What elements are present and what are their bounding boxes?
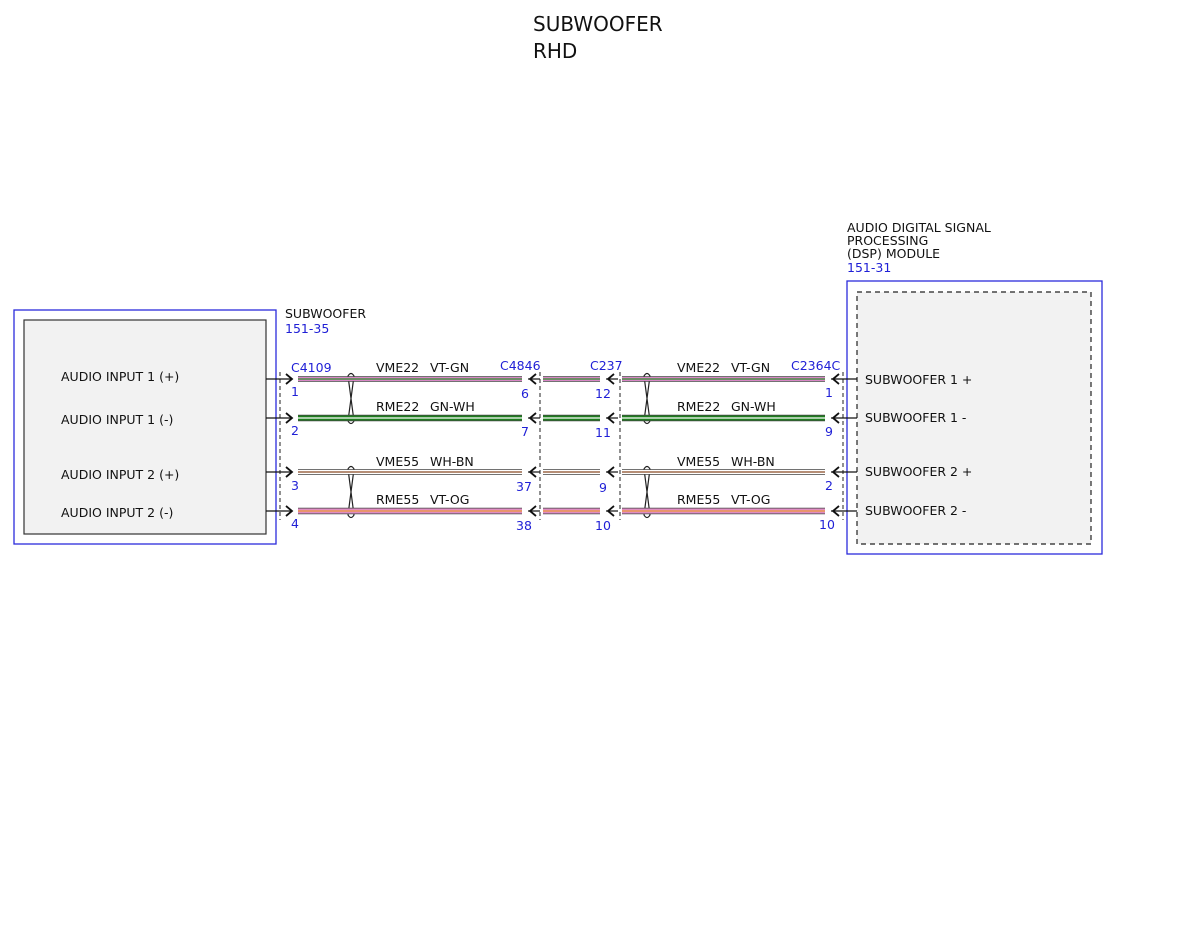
dsp-module-name-line3: (DSP) MODULE [847,246,940,261]
c237-pin-arrow [606,412,615,424]
wire-4-circuit-left: RME55 [376,492,419,507]
c2364c-pin-arrow [831,466,840,478]
wire-2-color-left: GN-WH [430,399,475,414]
c4109-pin-3: 3 [291,478,299,493]
dsp-module-name-line2: PROCESSING [847,233,928,248]
c4109-pin-arrow [285,373,294,385]
c2364c-pin-1: 1 [825,385,833,400]
c237-pin-arrow [606,373,615,385]
twisted-pair-2-left-marker [347,465,355,519]
twisted-pair-2-right-marker [643,465,651,519]
wire-4-color-left: VT-OG [430,492,469,507]
c4109-pin-arrow [285,412,294,424]
c2364c-pin-9: 9 [825,424,833,439]
dsp-module-body [856,291,1092,545]
pin-label-subwoofer-1-pos: SUBWOOFER 1 + [865,372,972,387]
wire-2-color-right: GN-WH [731,399,776,414]
dsp-module-name-line1: AUDIO DIGITAL SIGNAL [847,220,991,235]
c4846-pin-arrow [528,373,537,385]
pin-label-subwoofer-2-pos: SUBWOOFER 2 + [865,464,972,479]
c4109-pin-arrow [285,466,294,478]
wire-1-circuit-left: VME22 [376,360,419,375]
wire-3-color-right: WH-BN [731,454,775,469]
c4846-pin-7: 7 [521,424,529,439]
wire-3-color-left: WH-BN [430,454,474,469]
c237-pin-arrow [606,505,615,517]
pin-label-audio-input-1-pos: AUDIO INPUT 1 (+) [61,369,179,384]
diagram-subtitle: RHD [533,39,578,63]
diagram-title: SUBWOOFER [533,12,663,36]
pin-label-audio-input-2-pos: AUDIO INPUT 2 (+) [61,467,179,482]
wire-4-circuit-right: RME55 [677,492,720,507]
c4846-pin-arrow [528,466,537,478]
wire-3-circuit-right: VME55 [677,454,720,469]
subwoofer-module-name: SUBWOOFER [285,306,366,321]
c237-pin-10: 10 [595,518,611,533]
pin-label-audio-input-1-neg: AUDIO INPUT 1 (-) [61,412,173,427]
c4846-pin-38: 38 [516,518,532,533]
subwoofer-module-body [23,319,267,535]
c2364c-pin-arrow [831,505,840,517]
pin-label-subwoofer-2-neg: SUBWOOFER 2 - [865,503,966,518]
c4846-pin-37: 37 [516,479,532,494]
connector-c4846-id: C4846 [500,358,541,373]
c4109-pin-2: 2 [291,423,299,438]
c237-pin-12: 12 [595,386,611,401]
wire-1-color-right: VT-GN [731,360,770,375]
connector-c2364c-id: C2364C [791,358,841,373]
c237-pin-9: 9 [599,480,607,495]
c2364c-pin-arrow [831,412,840,424]
c4846-pin-6: 6 [521,386,529,401]
c237-pin-arrow [606,466,615,478]
subwoofer-module-frame [13,309,277,545]
c2364c-pin-2: 2 [825,478,833,493]
c4109-pin-4: 4 [291,516,299,531]
connector-c4109-id: C4109 [291,360,332,375]
c2364c-pin-10: 10 [819,517,835,532]
pin-label-subwoofer-1-neg: SUBWOOFER 1 - [865,410,966,425]
wire-4-color-right: VT-OG [731,492,770,507]
wire-1-color-left: VT-GN [430,360,469,375]
wire-3-circuit-left: VME55 [376,454,419,469]
connector-c237-id: C237 [590,358,623,373]
wire-2-circuit-right: RME22 [677,399,720,414]
wire-1-circuit-right: VME22 [677,360,720,375]
c2364c-pin-arrow [831,373,840,385]
wire-2-circuit-left: RME22 [376,399,419,414]
c4109-pin-arrow [285,505,294,517]
subwoofer-module-ref: 151-35 [285,321,329,336]
dsp-module-ref: 151-31 [847,260,891,275]
c4109-pin-1: 1 [291,384,299,399]
pin-label-audio-input-2-neg: AUDIO INPUT 2 (-) [61,505,173,520]
c4846-pin-arrow [528,412,537,424]
c4846-pin-arrow [528,505,537,517]
c237-pin-11: 11 [595,425,611,440]
